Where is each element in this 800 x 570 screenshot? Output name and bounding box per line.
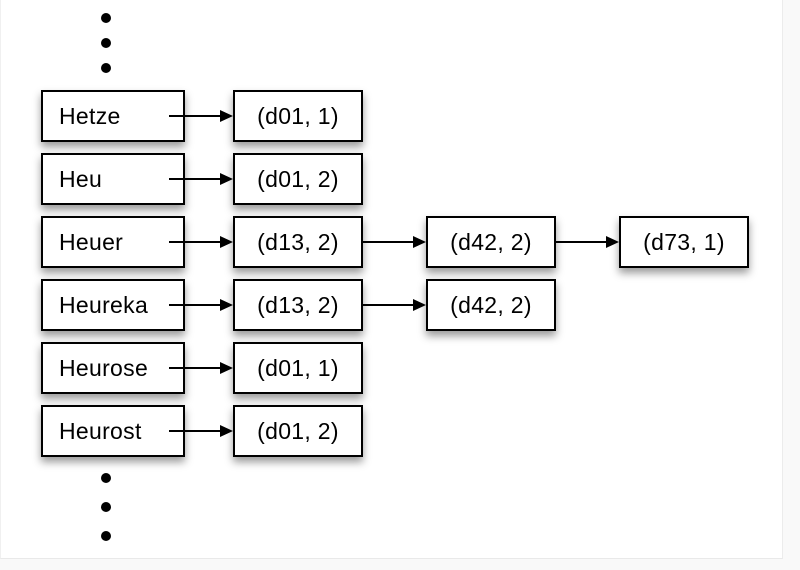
arrow-right-icon [169,425,233,437]
ellipsis-top-icon [101,13,111,73]
posting-box: (d42, 2) [426,216,556,268]
arrow-right-icon [169,299,233,311]
term-box-heu: Heu [41,153,185,205]
arrow-right-icon [169,110,233,122]
arrow-right-icon [363,236,426,248]
arrow-right-icon [363,299,426,311]
dot-icon [101,473,111,483]
posting-box: (d01, 1) [233,90,363,142]
term-box-heuer: Heuer [41,216,185,268]
posting-box: (d01, 2) [233,405,363,457]
posting-box: (d13, 2) [233,216,363,268]
posting-box: (d01, 2) [233,153,363,205]
arrow-right-icon [556,236,619,248]
dot-icon [101,502,111,512]
arrow-right-icon [169,236,233,248]
term-box-hetze: Hetze [41,90,185,142]
dot-icon [101,38,111,48]
posting-box: (d73, 1) [619,216,749,268]
posting-box: (d42, 2) [426,279,556,331]
ellipsis-bottom-icon [101,473,111,541]
dot-icon [101,63,111,73]
term-box-heurose: Heurose [41,342,185,394]
dot-icon [101,531,111,541]
arrow-right-icon [169,173,233,185]
posting-box: (d01, 1) [233,342,363,394]
arrow-right-icon [169,362,233,374]
term-box-heureka: Heureka [41,279,185,331]
posting-box: (d13, 2) [233,279,363,331]
term-box-heurost: Heurost [41,405,185,457]
page-background: Hetze (d01, 1) Heu (d01, 2) Heuer (d13, … [0,0,783,559]
dot-icon [101,13,111,23]
